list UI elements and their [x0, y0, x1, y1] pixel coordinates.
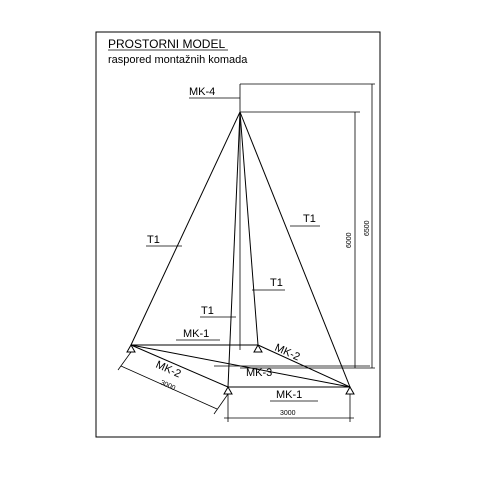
dim-height-inner: 6000	[346, 232, 353, 248]
dim-width-bottom: 3000	[280, 410, 296, 417]
label-mk1-back: MK-1	[183, 328, 209, 340]
label-mk2-right: MK-2	[273, 342, 302, 364]
dim-left-line	[120, 365, 218, 410]
drawing-subtitle: raspored montažnih komada	[108, 54, 248, 66]
sheet-frame	[95, 31, 381, 438]
base-edge-left	[130, 344, 229, 388]
dim-left-ext-2	[213, 393, 229, 415]
support-back-right	[253, 343, 263, 353]
member-t1-right	[239, 111, 351, 388]
support-front-right	[345, 385, 355, 395]
member-t1-left	[130, 111, 241, 346]
label-mk4: MK-4	[189, 86, 215, 98]
member-t1-front	[227, 111, 241, 388]
label-t1-left: T1	[147, 234, 160, 246]
support-front-left	[223, 385, 233, 395]
label-t1-lower: T1	[201, 305, 214, 317]
dim-width-left: 3000	[159, 379, 176, 392]
label-t1-right: T1	[303, 213, 316, 225]
label-t1-center: T1	[270, 277, 283, 289]
dim-height-outer: 6500	[364, 220, 371, 236]
drawing-title: PROSTORNI MODEL	[108, 37, 225, 51]
member-t1-center	[239, 111, 259, 346]
label-mk2-left: MK-2	[154, 359, 183, 381]
label-mk3: MK-3	[246, 367, 272, 379]
dim-left-ext-1	[117, 351, 132, 371]
label-mk1-front: MK-1	[276, 389, 302, 401]
